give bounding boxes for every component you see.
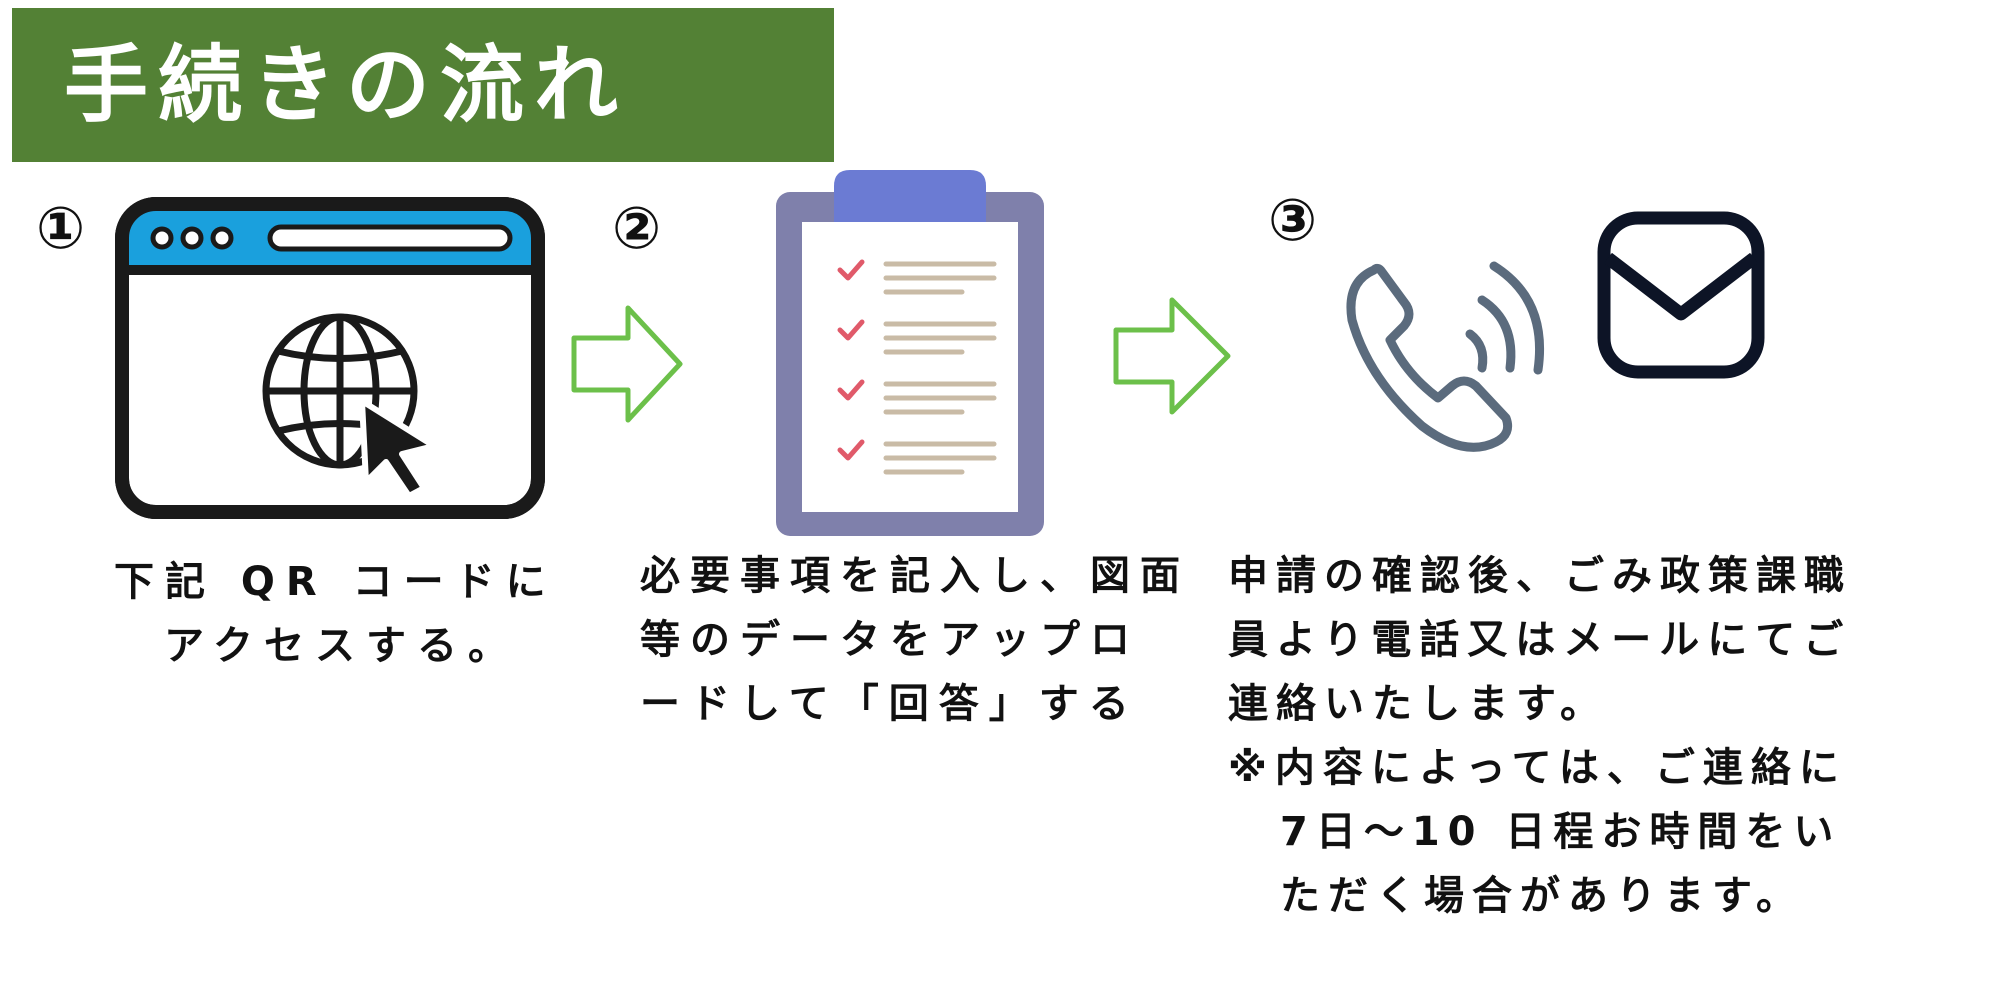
- step-2-description: 必要事項を記入し、図面 等のデータをアップロ ードして「回答」する: [640, 544, 1190, 736]
- step-2-line-3: ードして「回答」する: [640, 681, 1139, 727]
- arrow-right-icon-2: [1110, 292, 1236, 420]
- step-3-line-3: 連絡いたします。: [1228, 681, 1608, 727]
- checklist-clipboard-icon: [776, 170, 1044, 536]
- step-3-note-line-3: ただく場合があります。: [1280, 873, 1804, 919]
- step-3-number: ③: [1268, 186, 1318, 254]
- step-3-note-line-2: 7日～10 日程お時間をい: [1280, 809, 1842, 855]
- phone-icon: [1334, 236, 1560, 462]
- page-title: 手続きの流れ: [64, 36, 629, 134]
- step-2-number: ②: [612, 194, 662, 262]
- step-2-line-2: 等のデータをアップロ: [640, 617, 1140, 663]
- browser-globe-icon: [114, 196, 546, 520]
- arrow-right-icon: [568, 300, 688, 428]
- step-1-line-2: アクセスする。: [164, 623, 519, 669]
- step-3-line-1: 申請の確認後、ごみ政策課職: [1228, 553, 1852, 599]
- step-3-description: 申請の確認後、ごみ政策課職 員より電話又はメールにてご 連絡いたします。 ※内容…: [1228, 544, 1852, 928]
- step-1-number: ①: [36, 194, 86, 262]
- step-1-line-1: 下記 QR コードに: [114, 559, 557, 605]
- title-banner: 手続きの流れ: [12, 8, 834, 162]
- step-3-line-2: 員より電話又はメールにてご: [1228, 617, 1852, 663]
- step-1-description: 下記 QR コードに アクセスする。: [114, 550, 557, 678]
- mail-icon: [1596, 210, 1766, 380]
- step-3-note-line-1: ※内容によっては、ご連絡に: [1228, 745, 1847, 791]
- step-2-line-1: 必要事項を記入し、図面: [640, 553, 1190, 599]
